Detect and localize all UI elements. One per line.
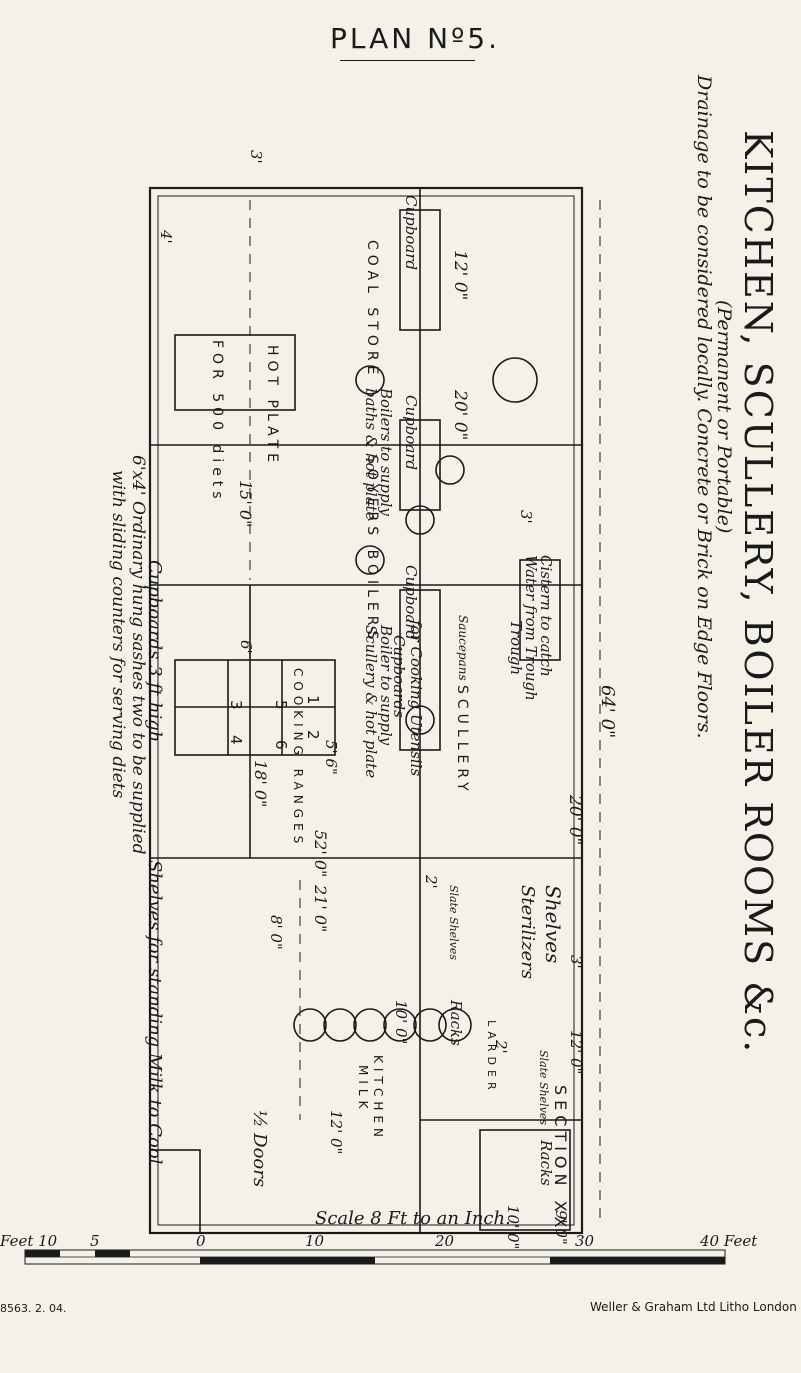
plan-number: PLAN Nº5. — [330, 22, 500, 55]
label-baths-hotplate: baths & hot plate — [362, 388, 380, 521]
dim-larder-depth: 10' 0" — [392, 1000, 410, 1045]
dim-depth-52: 52' 0" — [311, 830, 330, 878]
range-3: 3 — [227, 700, 245, 710]
dim-3: 3' — [247, 150, 265, 164]
hot-plate-block — [174, 334, 296, 411]
label-shelves: Shelves — [541, 885, 565, 964]
scale-tick-5: 5 — [90, 1232, 100, 1250]
dim-3b: 3' — [567, 955, 585, 969]
trough-box — [519, 559, 561, 661]
label-cupboard-c: Cupboard — [402, 565, 420, 641]
scale-caption: Scale 8 Ft to an Inch. — [315, 1208, 511, 1229]
scale-tick-0: 0 — [196, 1232, 206, 1250]
room-coal-store: COAL STORE — [364, 240, 380, 380]
dim-4: 4' — [157, 230, 175, 244]
label-saucepans: Saucepans — [456, 615, 470, 681]
range-2: 2 — [304, 730, 322, 740]
label-scullery-hotplate: Scullery & hot plate — [362, 625, 380, 779]
dim-5-6: 5' 6" — [322, 740, 340, 775]
label-cupboard-b: Cupboard — [402, 395, 420, 471]
boiler-circle — [492, 357, 538, 403]
label-shelves-milk: Shelves for standing Milk to Cool — [144, 860, 165, 1165]
dim-larder-width: 12' 0" — [567, 1030, 585, 1075]
range-6: 6 — [272, 740, 290, 750]
sterilizer-circle — [293, 1008, 327, 1042]
drainage-note: Drainage to be considered locally. Concr… — [693, 75, 715, 739]
reference-number: 8563. 2. 04. — [0, 1302, 67, 1315]
label-doors: ½ Doors — [249, 1110, 270, 1188]
scale-tick-20: 20 — [435, 1232, 455, 1250]
plan-number-rule — [340, 60, 475, 61]
dim-milk-width: 12' 0" — [327, 1110, 345, 1155]
label-racks-2: Racks — [537, 1140, 555, 1186]
label-cupboard-a: Cupboard — [402, 195, 420, 271]
scale-bar-fills — [25, 1250, 725, 1264]
page-subtitle: (Permanent or Portable) — [713, 300, 735, 534]
scale-tick-40-feet: 40 Feet — [700, 1232, 758, 1250]
section-outline — [479, 1129, 571, 1231]
dim-coal-width: 12' 0" — [450, 250, 470, 301]
scale-tick-10: 10 — [305, 1232, 325, 1250]
page-title: KITCHEN, SCULLERY, BOILER ROOMS &c. — [736, 130, 780, 1055]
room-hot-plate: HOT PLATE — [264, 345, 280, 467]
room-larder: LARDER — [485, 1020, 498, 1095]
room-milk: MILK — [356, 1065, 370, 1114]
label-cooking-utensils: for Cooking Utensils — [407, 620, 425, 777]
scale-tick-30: 30 — [575, 1232, 595, 1250]
dim-2b: 2' — [422, 875, 440, 889]
dim-depth-21: 21' 0" — [311, 885, 330, 933]
scale-tick-feet-10: Feet 10 — [0, 1232, 58, 1250]
dim-section-top: 9' 0" — [552, 1210, 570, 1245]
range-1: 1 — [304, 695, 322, 705]
counter-strip — [149, 1149, 201, 1234]
dim-3c: 3' — [517, 510, 535, 524]
dim-scullery-width: 20' 0" — [565, 795, 585, 846]
dim-6: 6' — [237, 640, 255, 654]
room-scullery: SCULLERY — [454, 685, 470, 796]
label-sterilizers: Sterilizers — [517, 885, 538, 980]
printer-imprint: Weller & Graham Ltd Litho London — [590, 1300, 797, 1314]
dim-overall: 64' 0" — [597, 685, 618, 739]
label-slate-shelves: Slate Shelves — [537, 1050, 550, 1126]
dim-cook-18: 18' 0" — [251, 760, 270, 808]
dim-boiler-width: 20' 0" — [450, 390, 470, 441]
label-windows: 6'x4' Ordinary hung sashes two to be sup… — [128, 455, 148, 855]
outer-wall — [148, 186, 584, 1235]
dim-2: 2' — [492, 1040, 510, 1054]
range-4: 4 — [227, 735, 245, 745]
label-racks: Racks — [447, 1000, 465, 1046]
dim-hot-15: 15' 0" — [236, 480, 255, 528]
room-cooking-ranges: COOKING RANGES — [291, 668, 305, 849]
cupboard-box — [399, 209, 441, 331]
cupboards-box — [399, 589, 441, 751]
label-counters: with sliding counters for serving diets — [108, 470, 128, 799]
range-5: 5 — [272, 700, 290, 710]
dim-8: 8' 0" — [267, 915, 285, 950]
label-slate-shelves-2: Slate Shelves — [447, 885, 460, 961]
label-trough: Trough — [507, 620, 525, 676]
room-kitchen: KITCHEN — [371, 1055, 385, 1142]
room-for-500-diets: FOR 500 diets — [209, 340, 225, 504]
